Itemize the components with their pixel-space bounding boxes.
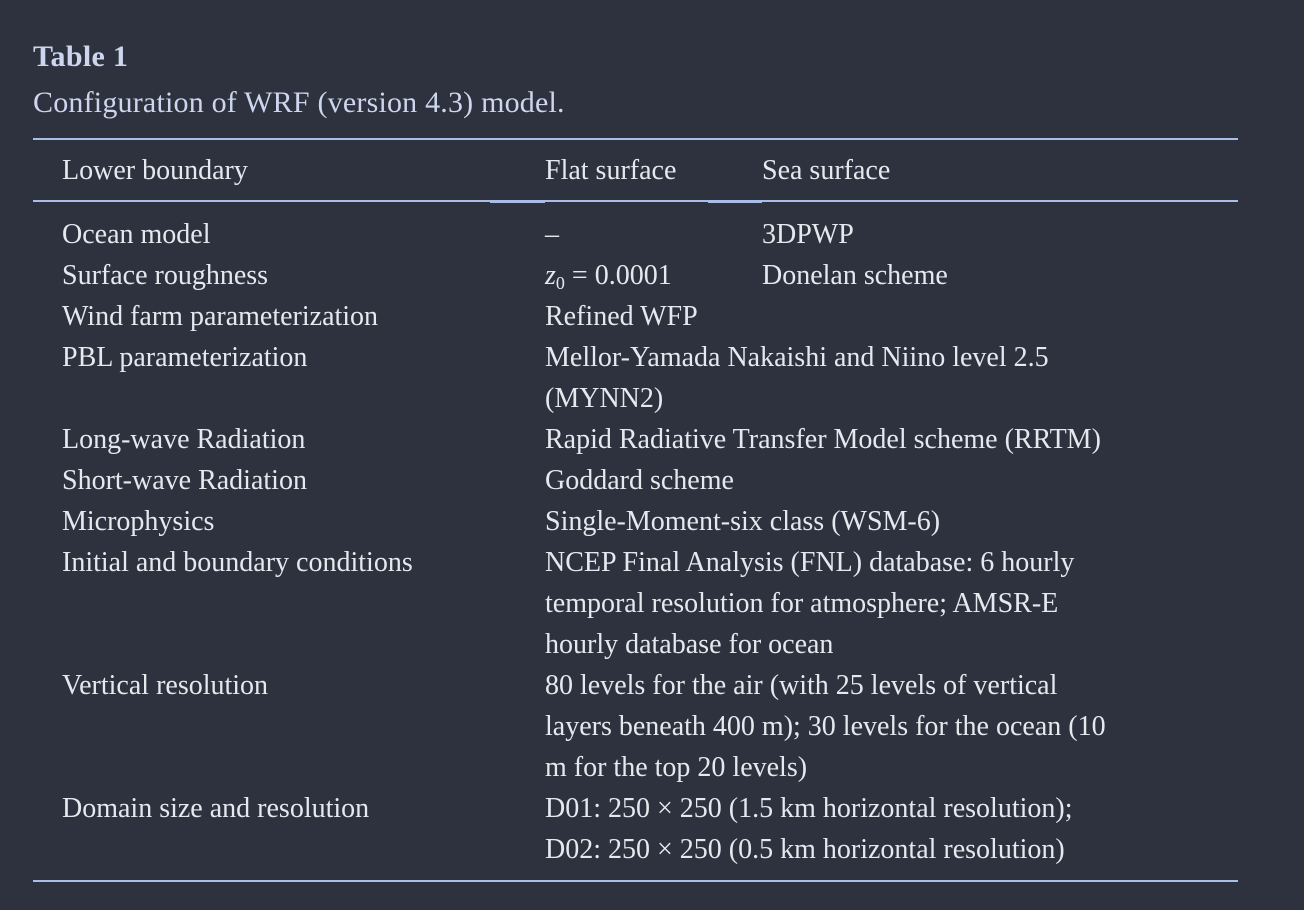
row-ocean-model-sea: 3DPWP [762, 219, 854, 250]
row-surface-roughness-sea: Donelan scheme [762, 260, 948, 291]
header-lower-boundary: Lower boundary [62, 155, 248, 186]
table-title: Table 1 [33, 40, 129, 73]
row-wind-farm-label: Wind farm parameterization [62, 301, 379, 332]
header-rule [33, 200, 1238, 202]
row-ocean-model-label: Ocean model [62, 219, 211, 250]
row-shortwave-label: Short-wave Radiation [62, 465, 307, 496]
row-initial-boundary-value-line-3: hourly database for ocean [545, 629, 834, 660]
row-vertical-resolution-value-line-1: 80 levels for the air (with 25 levels of… [545, 670, 1058, 701]
row-domain-size-value-line-2: D02: 250 × 250 (0.5 km horizontal resolu… [545, 834, 1065, 865]
row-domain-size-value-line-1: D01: 250 × 250 (1.5 km horizontal resolu… [545, 793, 1073, 824]
roughness-value: = 0.0001 [564, 260, 672, 291]
roughness-subscript: 0 [555, 273, 565, 293]
row-initial-boundary-value-line-2: temporal resolution for atmosphere; AMSR… [545, 588, 1059, 619]
row-vertical-resolution-value-line-2: layers beneath 400 m); 30 levels for the… [545, 711, 1106, 742]
roughness-symbol: z [545, 260, 556, 291]
table-top-rule [33, 138, 1238, 140]
table-bottom-rule [33, 880, 1238, 882]
row-pbl-value-line-2: (MYNN2) [545, 383, 664, 414]
row-surface-roughness-label: Surface roughness [62, 260, 269, 291]
row-longwave-value: Rapid Radiative Transfer Model scheme (R… [545, 424, 1101, 455]
header-flat-surface: Flat surface [545, 155, 677, 186]
row-ocean-model-flat: – [545, 219, 559, 250]
row-shortwave-value: Goddard scheme [545, 465, 734, 496]
row-wind-farm-value: Refined WFP [545, 301, 698, 332]
row-longwave-label: Long-wave Radiation [62, 424, 306, 455]
header-subrule-sea [708, 200, 762, 203]
header-subrule-flat [490, 200, 545, 203]
table-caption: Configuration of WRF (version 4.3) model… [33, 86, 565, 119]
row-vertical-resolution-label: Vertical resolution [62, 670, 269, 701]
row-pbl-label: PBL parameterization [62, 342, 308, 373]
row-surface-roughness-flat: z0 = 0.0001 [545, 255, 672, 304]
row-domain-size-label: Domain size and resolution [62, 793, 370, 824]
row-pbl-value-line-1: Mellor-Yamada Nakaishi and Niino level 2… [545, 342, 1049, 373]
row-initial-boundary-label: Initial and boundary conditions [62, 547, 413, 578]
header-sea-surface: Sea surface [762, 155, 891, 186]
row-vertical-resolution-value-line-3: m for the top 20 levels) [545, 752, 808, 783]
row-microphysics-label: Microphysics [62, 506, 215, 537]
row-initial-boundary-value-line-1: NCEP Final Analysis (FNL) database: 6 ho… [545, 547, 1075, 578]
row-microphysics-value: Single-Moment-six class (WSM-6) [545, 506, 941, 537]
